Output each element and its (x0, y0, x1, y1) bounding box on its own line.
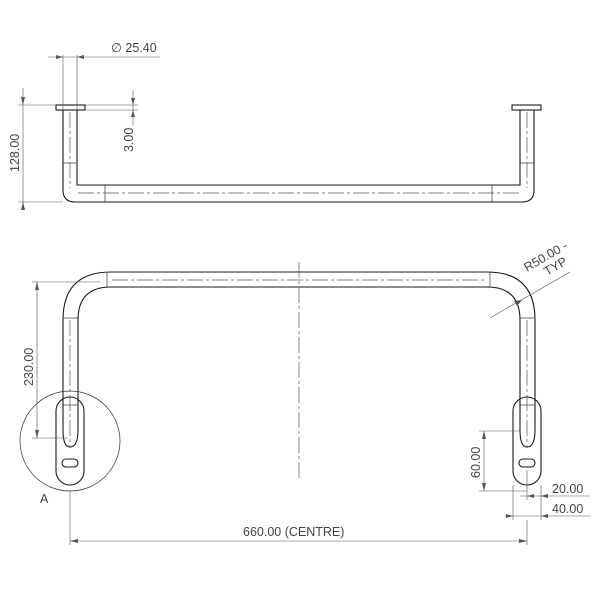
detail-label: A (40, 492, 49, 506)
dim-depth: 230.00 (22, 281, 100, 439)
centre-span-label: 660.00 (CENTRE) (243, 525, 344, 539)
dim-plate-thickness: 3.00 (85, 90, 138, 152)
tube-outline-outer (62, 110, 535, 203)
thickness-label: 3.00 (122, 128, 136, 152)
tube-outline-inner (76, 110, 521, 186)
right-slot (518, 458, 536, 468)
slot-height-label: 60.00 (469, 447, 483, 478)
height-label: 128.00 (8, 134, 22, 172)
dim-tube-diameter: ∅ 25.40 (48, 41, 160, 110)
plate-outer-width-label: 40.00 (552, 502, 583, 516)
front-view (55, 104, 542, 203)
dim-centre-span: 660.00 (CENTRE) (69, 490, 528, 545)
diameter-label: ∅ 25.40 (111, 41, 157, 55)
left-mount-plate-front (55, 104, 86, 111)
dim-bend-radius: R50.00 - TYP (489, 238, 571, 319)
dim-plate-widths: 20.00 40.00 (505, 470, 590, 520)
right-mount-plate-front (511, 104, 542, 111)
left-slot (61, 458, 79, 468)
plan-view (55, 262, 542, 486)
dim-slot-height: 60.00 (469, 430, 527, 492)
depth-label: 230.00 (22, 348, 36, 386)
dim-height: 128.00 (8, 88, 63, 210)
plate-inner-width-label: 20.00 (552, 482, 583, 496)
